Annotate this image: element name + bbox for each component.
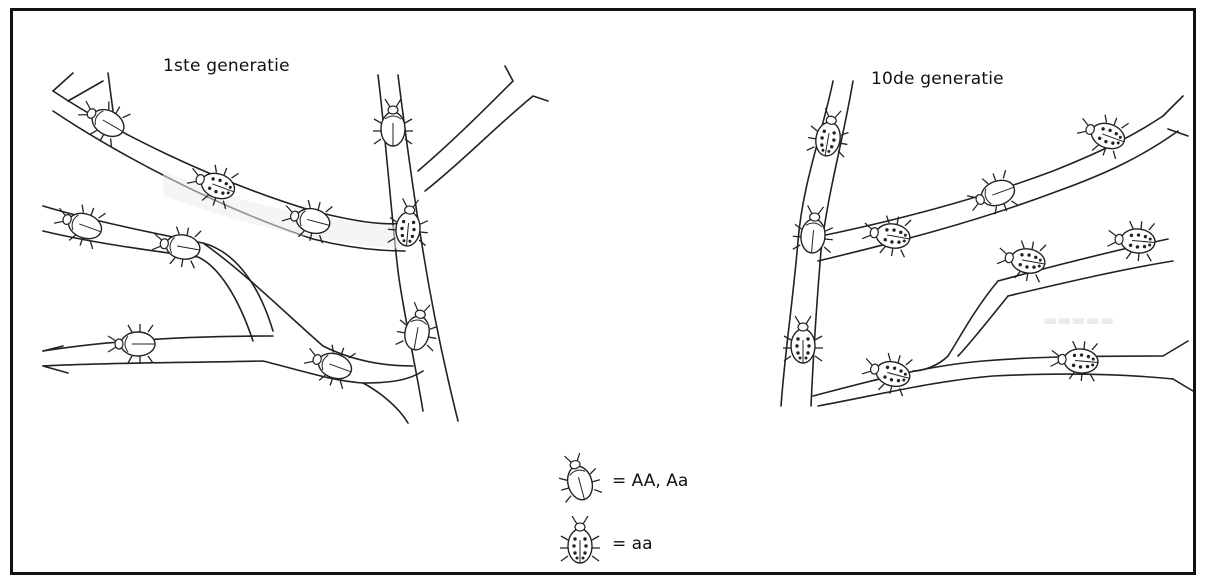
- beetle-spotted-icon: [558, 516, 602, 572]
- beetle-plain-icon: [72, 91, 133, 149]
- beetle-spotted-icon: [1073, 107, 1131, 161]
- beetle-plain-icon: [394, 300, 442, 353]
- beetle-plain-icon: [792, 204, 836, 254]
- legend-label-plain: = AA, Aa: [612, 471, 688, 491]
- beetle-spotted-icon: [860, 211, 913, 259]
- legend-item-spotted: = aa: [558, 516, 652, 572]
- legend-label-spotted: = aa: [612, 534, 652, 554]
- legend-item-plain: = AA, Aa: [558, 453, 688, 509]
- beetle-spotted-icon: [859, 347, 915, 398]
- beetle-spotted-icon: [783, 316, 823, 363]
- beetle-plain-icon: [108, 324, 155, 364]
- beetle-plain-icon: [150, 222, 203, 270]
- beetle-spotted-icon: [1049, 338, 1099, 382]
- beetle-plain-icon: [558, 453, 602, 509]
- beetle-plain-icon: [50, 197, 108, 251]
- figure-frame: ▬▬▬▬▬ 1ste generatie 10de generatie: [10, 8, 1196, 575]
- beetle-plain-icon: [963, 168, 1021, 222]
- beetle-spotted-icon: [805, 106, 853, 159]
- beetle-spotted-icon: [1106, 218, 1156, 262]
- beetle-plain-icon: [279, 194, 335, 245]
- beetle-spotted-icon: [995, 236, 1048, 284]
- beetle-spotted-icon: [387, 197, 431, 247]
- beetle-plain-icon: [373, 99, 413, 146]
- beetle-plain-icon: [300, 337, 358, 391]
- beetle-spotted-icon: [183, 157, 241, 211]
